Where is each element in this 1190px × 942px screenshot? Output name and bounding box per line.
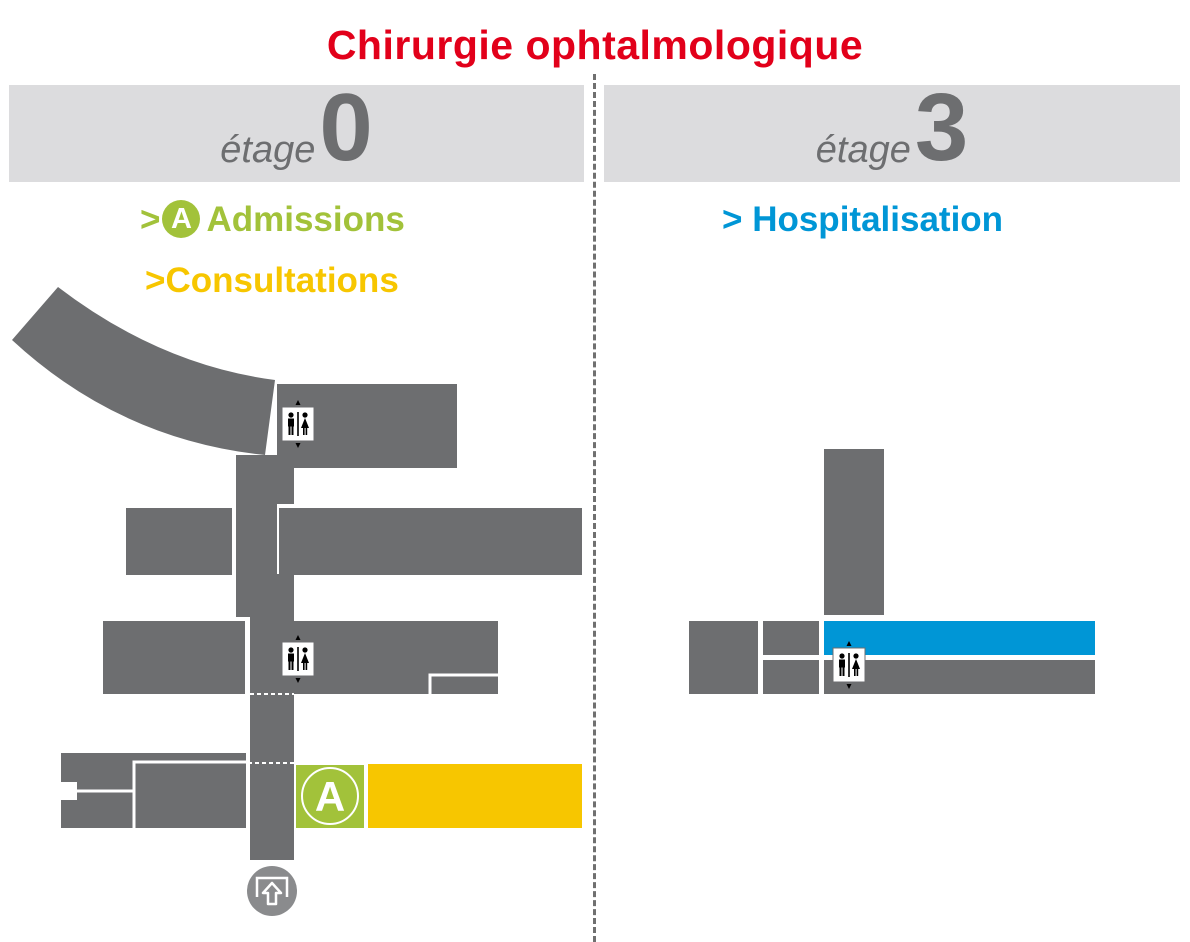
floor-word-0: étage — [220, 129, 316, 171]
building-block-bottom-long — [824, 660, 1095, 694]
floor-number-3: 3 — [914, 74, 969, 181]
entrance-icon — [247, 866, 297, 916]
building-curved-wing — [12, 287, 275, 455]
building-block-left-c — [763, 660, 819, 694]
building-block-left-b — [763, 621, 819, 655]
restroom-icon — [832, 640, 866, 690]
admissions-prefix: > — [140, 200, 161, 239]
service-consultations: >Consultations — [145, 261, 399, 301]
building-block-bottom-far-left — [61, 753, 246, 828]
floor-label-0: étage 0 — [9, 80, 584, 182]
restroom-icon — [281, 634, 315, 684]
floor-header-0: étage 0 — [9, 80, 584, 182]
building-block-left-3 — [103, 621, 245, 694]
floor-number-0: 0 — [319, 74, 373, 181]
admissions-area — [296, 765, 364, 828]
consultations-prefix: > — [145, 261, 166, 300]
floor-word-3: étage — [815, 129, 911, 171]
admissions-badge-icon: A — [162, 199, 201, 238]
floor-header-3: étage 3 — [604, 80, 1180, 182]
floor-divider — [593, 74, 596, 942]
building-tower — [824, 449, 884, 615]
building-block-right-3 — [279, 621, 498, 694]
floor-label-3: étage 3 — [604, 80, 1180, 182]
admissions-marker-icon — [301, 767, 359, 825]
admissions-marker-label: A — [315, 773, 345, 820]
floor-0-plan: A — [12, 287, 582, 916]
consultations-label: Consultations — [165, 261, 399, 300]
page-title: Chirurgie ophtalmologique — [326, 22, 864, 68]
building-block-right-2 — [279, 508, 582, 575]
hospitalisation-label: Hospitalisation — [752, 200, 1004, 239]
consultations-area — [368, 764, 582, 828]
service-hospitalisation: > Hospitalisation — [722, 200, 1003, 240]
admissions-label: Admissions — [206, 200, 405, 239]
building-block-left-2 — [126, 508, 232, 575]
restroom-icon — [281, 399, 315, 449]
hospitalisation-area — [824, 621, 1095, 655]
floor-3-plan — [689, 449, 1095, 694]
hospitalisation-prefix: > — [722, 200, 743, 239]
building-block-left-a — [689, 621, 758, 694]
